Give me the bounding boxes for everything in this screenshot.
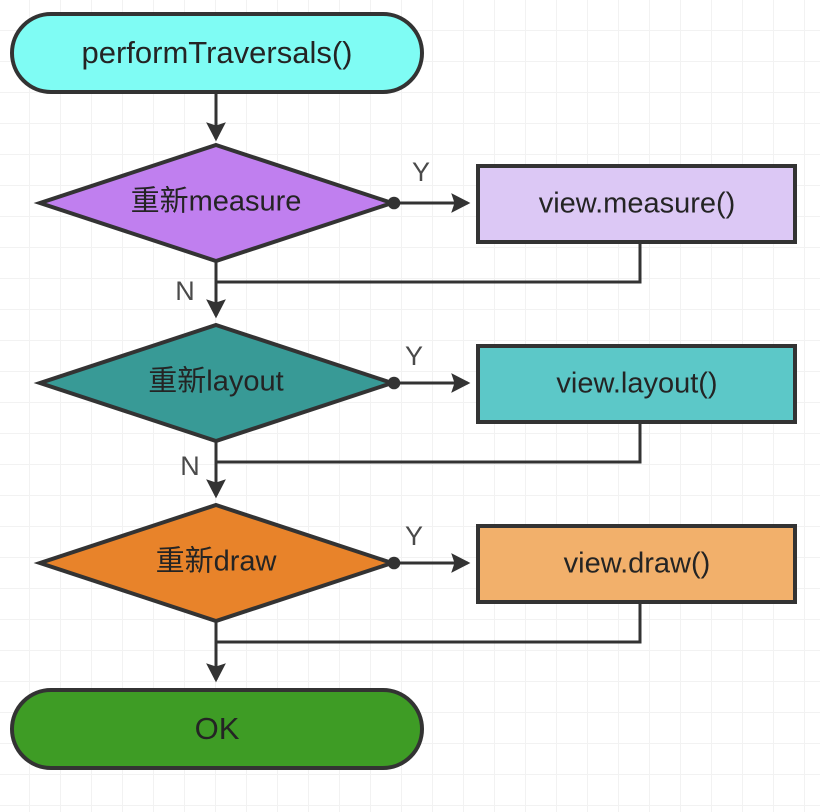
node-end[interactable]: OK <box>10 688 424 770</box>
edge-measure-action-return <box>216 242 642 284</box>
layout-action-label: view.layout() <box>556 368 717 400</box>
edge-label-layer: Y N Y N Y <box>175 157 430 551</box>
node-start[interactable]: performTraversals() <box>10 12 424 94</box>
measure-decision-shape[interactable] <box>33 142 399 264</box>
measure-decision-label: 重新measure <box>131 185 302 218</box>
draw-action-label: view.draw() <box>564 548 711 580</box>
end-label: OK <box>195 711 240 746</box>
edge-label-measure-no: N <box>175 276 195 306</box>
node-layout-decision[interactable]: 重新layout <box>33 322 399 444</box>
start-shape[interactable] <box>10 12 424 94</box>
edge-label-layout-yes: Y <box>405 341 423 371</box>
start-label: performTraversals() <box>82 35 353 70</box>
end-shape[interactable] <box>10 688 424 770</box>
edge-draw-action-return <box>216 602 642 644</box>
layout-decision-shape[interactable] <box>33 322 399 444</box>
draw-decision-shape[interactable] <box>33 502 399 624</box>
edge-label-draw-yes: Y <box>405 521 423 551</box>
node-draw-action[interactable]: view.draw() <box>476 524 797 604</box>
draw-decision-label: 重新draw <box>156 545 278 578</box>
node-draw-decision[interactable]: 重新draw <box>33 502 399 624</box>
node-layout-action[interactable]: view.layout() <box>476 344 797 424</box>
layout-action-shape[interactable] <box>476 344 797 424</box>
node-measure-action[interactable]: view.measure() <box>476 164 797 244</box>
measure-action-shape[interactable] <box>476 164 797 244</box>
measure-action-label: view.measure() <box>539 188 736 220</box>
layout-decision-label: 重新layout <box>148 365 283 398</box>
node-measure-decision[interactable]: 重新measure <box>33 142 399 264</box>
edge-layer <box>206 92 642 683</box>
edge-label-measure-yes: Y <box>412 157 430 187</box>
node-layer: performTraversals() 重新measure view.measu… <box>10 12 797 770</box>
edge-layout-action-return <box>216 422 642 464</box>
edge-label-layout-no: N <box>180 451 200 481</box>
draw-action-shape[interactable] <box>476 524 797 604</box>
